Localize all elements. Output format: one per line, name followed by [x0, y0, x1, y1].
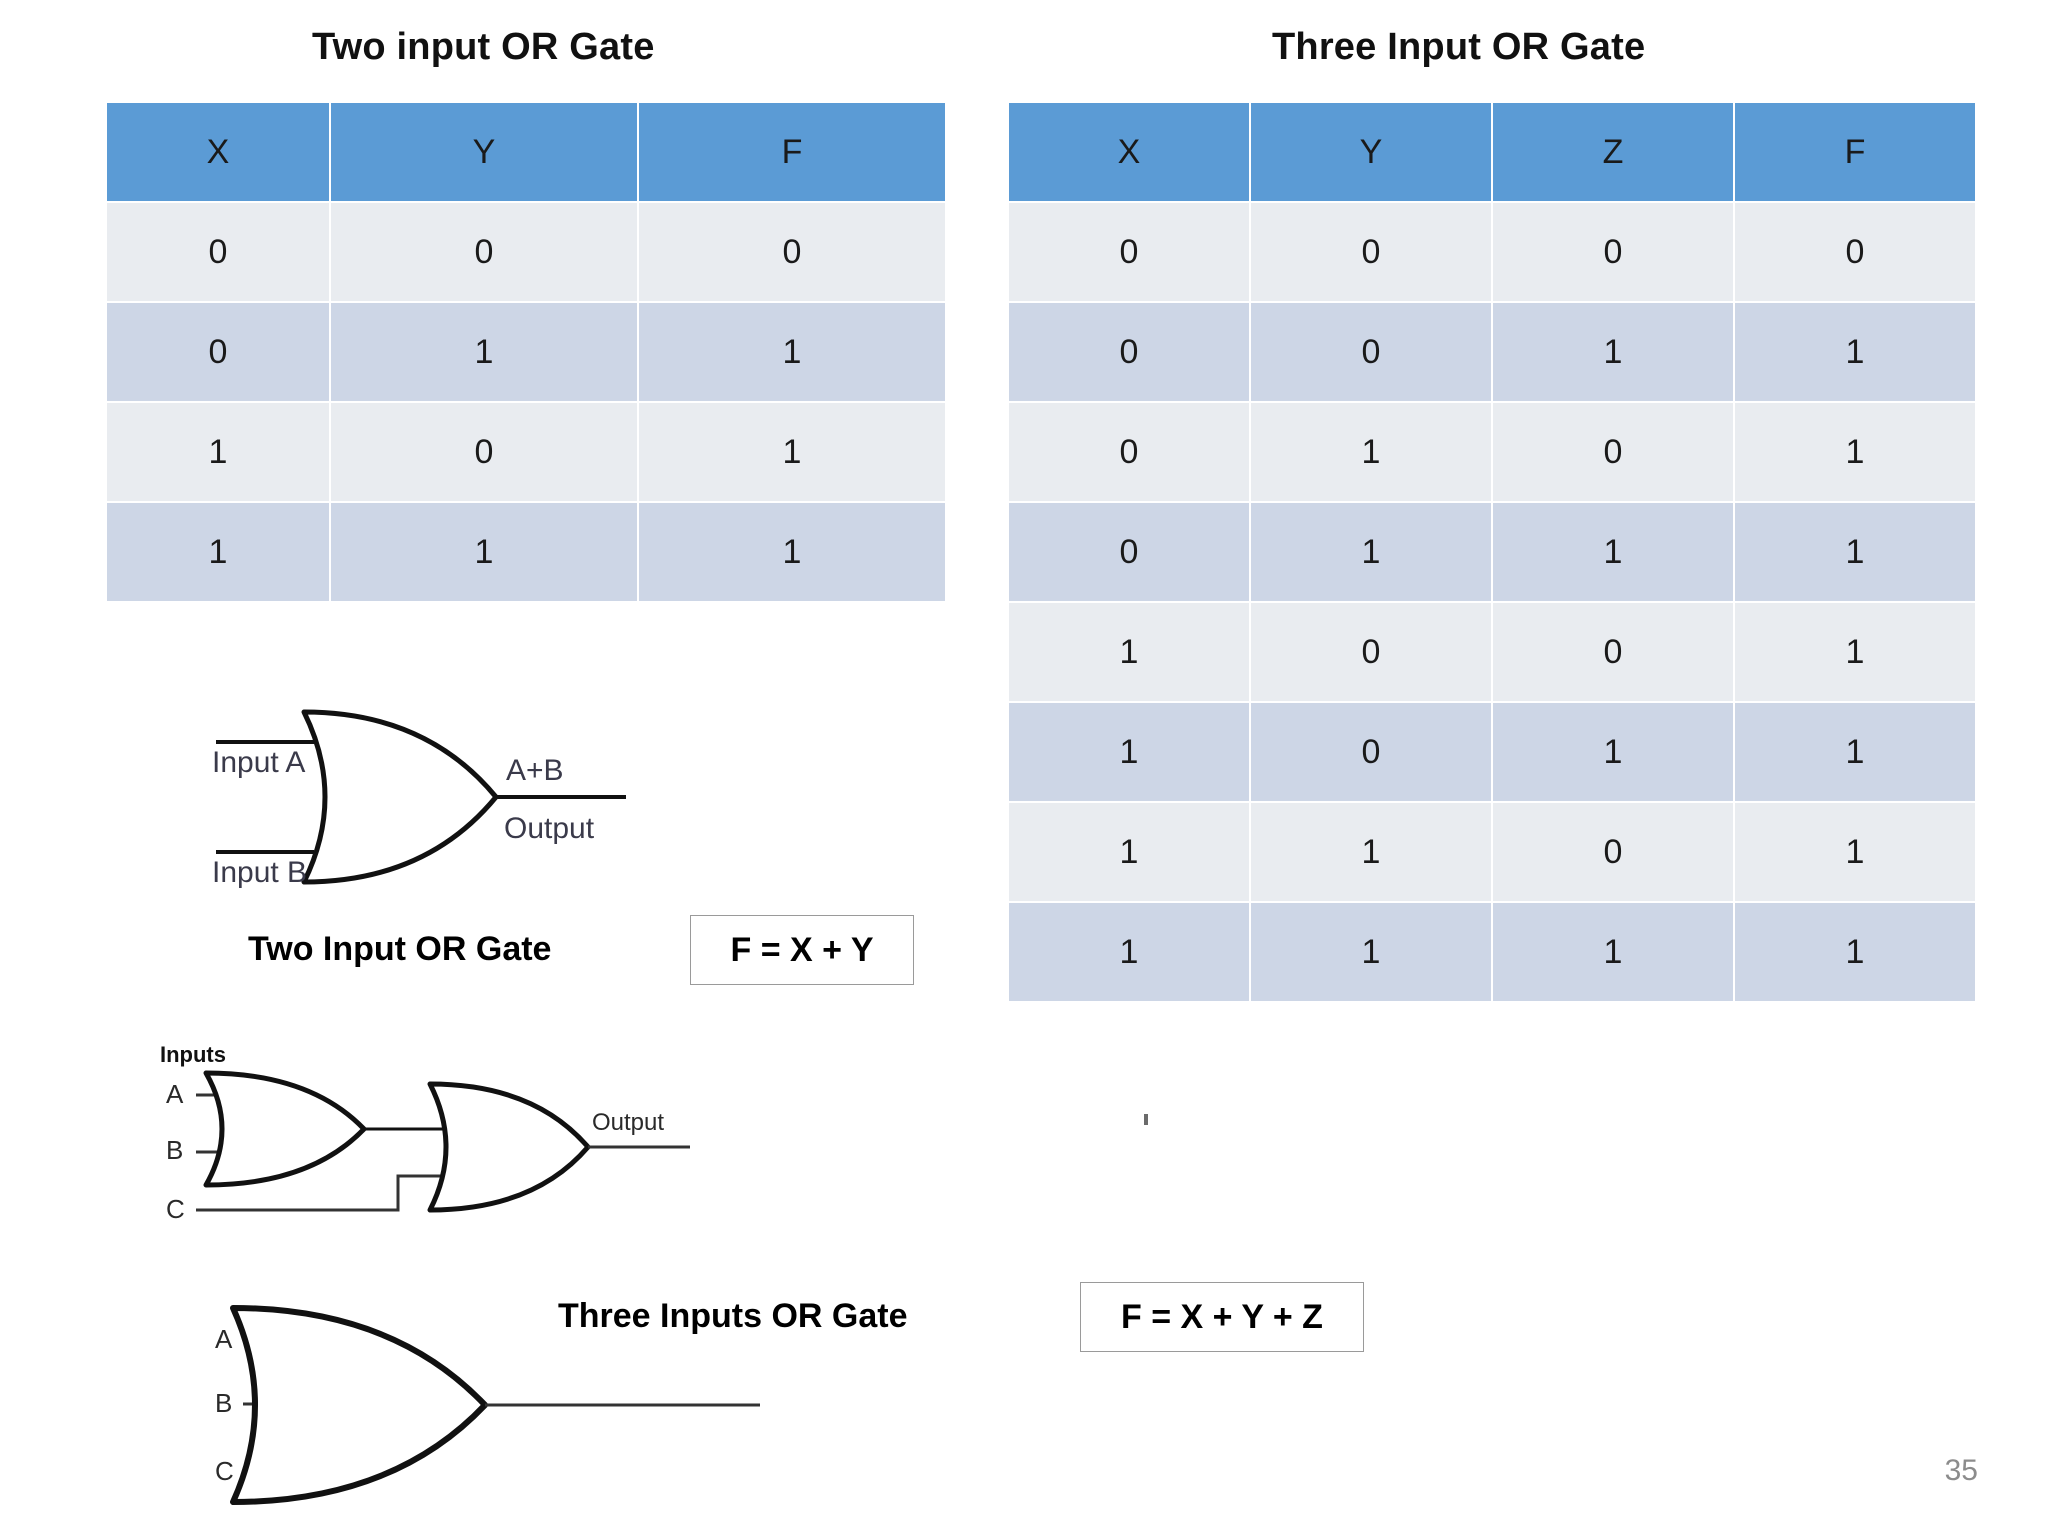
- cell-y: 1: [1251, 503, 1491, 601]
- truth-table-two-input: X Y F 0 0 0 0 1 1 1 0 1 1 1 1: [105, 101, 947, 603]
- cell-f: 1: [1735, 403, 1975, 501]
- cell-f: 1: [1735, 803, 1975, 901]
- cell-x: 1: [107, 403, 329, 501]
- cell-f: 0: [639, 203, 945, 301]
- table-row: 1 1 0 1: [1009, 803, 1975, 901]
- or-gate-1-body: [203, 1070, 367, 1188]
- cell-f: 1: [1735, 503, 1975, 601]
- input-c-wire: [196, 1174, 460, 1212]
- or-gate-body: [301, 709, 499, 885]
- cell-x: 1: [1009, 703, 1249, 801]
- cell-f: 1: [639, 303, 945, 401]
- cell-x: 0: [107, 203, 329, 301]
- column-header-f: F: [639, 103, 945, 201]
- cell-x: 0: [1009, 403, 1249, 501]
- page-title-two-input: Two input OR Gate: [312, 26, 655, 68]
- column-header-x: X: [107, 103, 329, 201]
- cell-y: 0: [1251, 303, 1491, 401]
- output-label: Output: [592, 1109, 664, 1136]
- cell-z: 1: [1493, 903, 1733, 1001]
- cell-y: 0: [1251, 603, 1491, 701]
- input-c-label: C: [215, 1456, 234, 1486]
- cell-x: 0: [1009, 303, 1249, 401]
- input-a-label: Input A: [212, 746, 305, 779]
- cell-y: 0: [331, 203, 637, 301]
- cell-y: 0: [331, 403, 637, 501]
- or-gate-body: [230, 1305, 488, 1505]
- column-header-y: Y: [331, 103, 637, 201]
- input-b-label: B: [166, 1135, 183, 1165]
- cell-y: 0: [1251, 703, 1491, 801]
- or-gate-three-input-single-diagram: A B C: [215, 1300, 775, 1515]
- caption-three-inputs-or-gate: Three Inputs OR Gate: [558, 1297, 908, 1335]
- cell-x: 0: [107, 303, 329, 401]
- table-row: 1 1 1 1: [1009, 903, 1975, 1001]
- cell-x: 0: [1009, 203, 1249, 301]
- column-header-x: X: [1009, 103, 1249, 201]
- cell-y: 1: [331, 303, 637, 401]
- input-a-label: A: [166, 1079, 184, 1109]
- or-gate-three-input-cascade-diagram: Inputs A B C Output: [160, 1040, 820, 1255]
- cell-y: 1: [331, 503, 637, 601]
- table-row: 0 0 0 0: [1009, 203, 1975, 301]
- table-row: 0 1 0 1: [1009, 403, 1975, 501]
- cell-z: 1: [1493, 503, 1733, 601]
- table-row: 0 0 0: [107, 203, 945, 301]
- column-header-y: Y: [1251, 103, 1491, 201]
- table-row: 0 1 1 1: [1009, 503, 1975, 601]
- cell-f: 1: [639, 503, 945, 601]
- column-header-f: F: [1735, 103, 1975, 201]
- formula-box-two-input: F = X + Y: [690, 915, 914, 985]
- table-header-row: X Y Z F: [1009, 103, 1975, 201]
- table-row: 1 0 1 1: [1009, 703, 1975, 801]
- table-row: 0 0 1 1: [1009, 303, 1975, 401]
- cell-f: 0: [1735, 203, 1975, 301]
- page-number: 35: [1944, 1454, 1978, 1487]
- cell-x: 0: [1009, 503, 1249, 601]
- table-header-row: X Y F: [107, 103, 945, 201]
- cell-z: 0: [1493, 403, 1733, 501]
- cell-z: 0: [1493, 803, 1733, 901]
- formula-box-three-input: F = X + Y + Z: [1080, 1282, 1364, 1352]
- column-header-z: Z: [1493, 103, 1733, 201]
- ink-speck-artifact: [1144, 1114, 1148, 1125]
- input-c-label: C: [166, 1194, 185, 1224]
- cell-z: 0: [1493, 603, 1733, 701]
- truth-table-three-input: X Y Z F 0 0 0 0 0 0 1 1 0 1 0 1 0 1 1 1: [1007, 101, 1977, 1003]
- cell-z: 1: [1493, 303, 1733, 401]
- table-row: 0 1 1: [107, 303, 945, 401]
- cell-f: 1: [1735, 603, 1975, 701]
- input-b-label: Input B: [212, 856, 307, 889]
- table-row: 1 0 0 1: [1009, 603, 1975, 701]
- output-label: Output: [504, 812, 595, 845]
- cell-f: 1: [639, 403, 945, 501]
- inputs-label: Inputs: [160, 1042, 226, 1067]
- output-expression-label: A+B: [506, 754, 564, 787]
- cell-x: 1: [107, 503, 329, 601]
- cell-z: 0: [1493, 203, 1733, 301]
- cell-x: 1: [1009, 803, 1249, 901]
- cell-y: 1: [1251, 403, 1491, 501]
- cell-z: 1: [1493, 703, 1733, 801]
- table-row: 1 1 1: [107, 503, 945, 601]
- cell-f: 1: [1735, 303, 1975, 401]
- table-row: 1 0 1: [107, 403, 945, 501]
- cell-x: 1: [1009, 903, 1249, 1001]
- input-a-label: A: [215, 1324, 233, 1354]
- page-title-three-input: Three Input OR Gate: [1272, 26, 1646, 68]
- caption-two-input-or-gate: Two Input OR Gate: [248, 930, 552, 968]
- cell-f: 1: [1735, 903, 1975, 1001]
- cell-y: 1: [1251, 803, 1491, 901]
- cell-y: 0: [1251, 203, 1491, 301]
- input-b-label: B: [215, 1388, 232, 1418]
- or-gate-two-input-diagram: Input A Input B A+B Output: [196, 700, 666, 900]
- cell-x: 1: [1009, 603, 1249, 701]
- or-gate-2-body: [427, 1081, 591, 1213]
- cell-f: 1: [1735, 703, 1975, 801]
- cell-y: 1: [1251, 903, 1491, 1001]
